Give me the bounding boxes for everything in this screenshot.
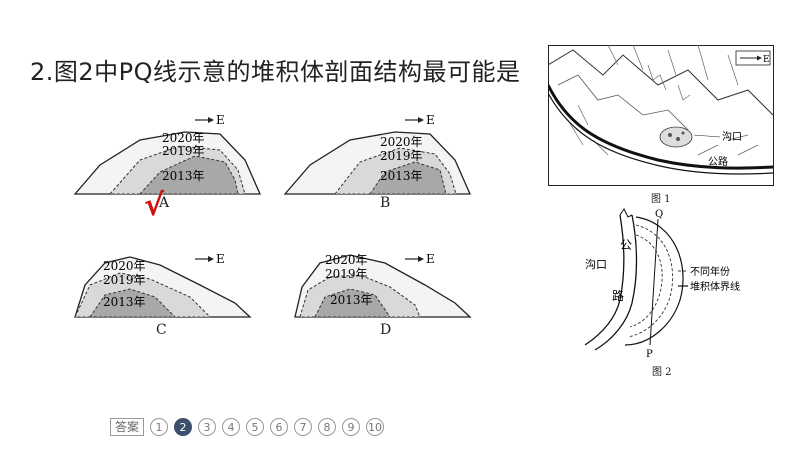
page-button-10[interactable]: 10	[366, 418, 385, 436]
option-a-year-2019: 2019年	[162, 144, 205, 158]
figure2-road-char2: 路	[612, 288, 624, 303]
option-b-year-2019: 2019年	[380, 149, 423, 163]
page-button-7[interactable]: 7	[294, 418, 313, 436]
page-button-1[interactable]: 1	[150, 418, 169, 436]
option-a-year-2020: 2020年	[162, 131, 205, 145]
option-a-arrow-label: E	[216, 113, 225, 127]
figure2-point-q: Q	[655, 209, 663, 220]
option-b-arrow-label: E	[426, 113, 435, 127]
figure1-caption: 图 1	[651, 194, 671, 205]
option-c-year-2020: 2020年	[103, 259, 146, 273]
option-b-year-2013: 2013年	[380, 169, 423, 183]
option-d-arrow-label: E	[426, 252, 435, 266]
figure1-landscape: E 沟口 公路	[548, 45, 774, 186]
question-title: 2.图2中PQ线示意的堆积体剖面结构最可能是	[30, 58, 521, 86]
option-a-year-2013: 2013年	[162, 169, 205, 183]
figure2-plan: Q P 公 路 沟口 不同年份 堆积体界线	[584, 208, 740, 360]
page-button-6[interactable]: 6	[270, 418, 289, 436]
option-b-diagram: E 2020年 2019年 2013年	[283, 113, 471, 195]
option-c-year-2013: 2013年	[103, 295, 146, 309]
answer-check-mark: √	[144, 188, 165, 223]
option-a-diagram: E 2020年 2019年 2013年	[73, 113, 261, 195]
option-d-diagram: E 2020年 2019年 2013年	[294, 252, 472, 318]
page-button-8[interactable]: 8	[318, 418, 337, 436]
option-d-label[interactable]: D	[380, 322, 392, 338]
answer-button[interactable]: 答案	[110, 418, 145, 436]
figure2-gully-label: 沟口	[585, 258, 607, 271]
page-button-5[interactable]: 5	[246, 418, 265, 436]
option-c-diagram: E 2020年 2019年 2013年	[74, 252, 252, 318]
figure2-legend-boundary: 堆积体界线	[690, 280, 740, 293]
figure1-direction-label: E	[763, 55, 770, 65]
question-nav: 答案 1 2 3 4 5 6 7 8 9 10	[110, 418, 385, 436]
page-button-3[interactable]: 3	[198, 418, 217, 436]
figure1-gully-label: 沟口	[722, 130, 742, 143]
page-button-4[interactable]: 4	[222, 418, 241, 436]
page-button-2[interactable]: 2	[174, 418, 193, 436]
option-c-label[interactable]: C	[156, 322, 167, 338]
figure2-point-p: P	[646, 349, 653, 360]
option-b-label[interactable]: B	[380, 195, 391, 211]
figure2-caption: 图 2	[652, 367, 672, 378]
figure2-road-char1: 公	[620, 238, 632, 252]
figure2-legend-years: 不同年份	[690, 265, 730, 278]
option-c-arrow-label: E	[216, 252, 225, 266]
figure1-road-label: 公路	[708, 155, 728, 168]
option-d-year-2019: 2019年	[325, 267, 368, 281]
option-d-year-2020: 2020年	[325, 253, 368, 267]
option-c-year-2019: 2019年	[103, 273, 146, 287]
option-b-year-2020: 2020年	[380, 135, 423, 149]
option-d-year-2013: 2013年	[330, 293, 373, 307]
page-button-9[interactable]: 9	[342, 418, 361, 436]
option-a-label[interactable]: A	[159, 195, 170, 211]
